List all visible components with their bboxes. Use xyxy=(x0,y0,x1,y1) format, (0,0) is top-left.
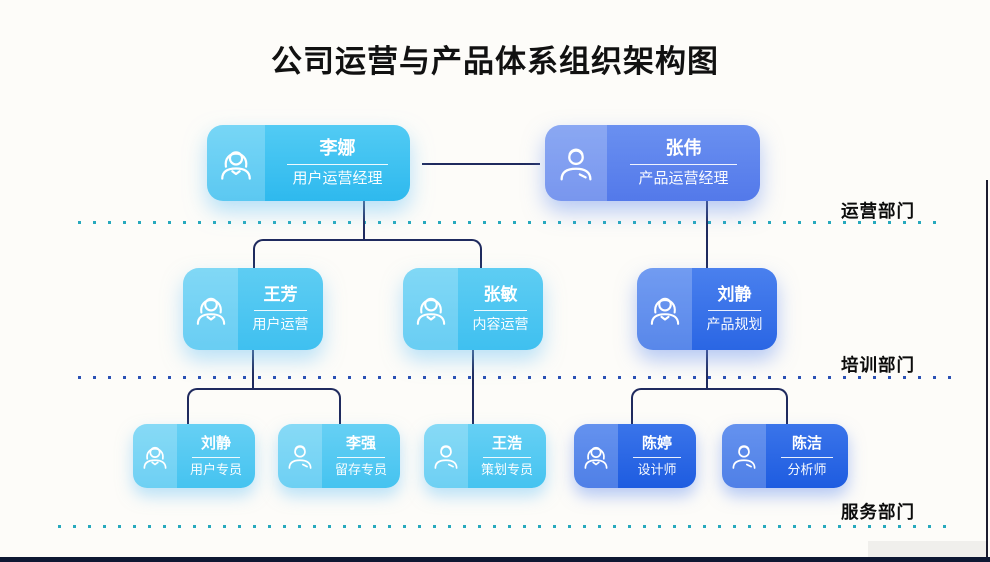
person-name: 陈婷 xyxy=(641,434,672,452)
divider xyxy=(191,456,241,458)
org-node-liujing-specialist: 刘静 用户专员 xyxy=(133,424,255,488)
connector-lina-drop xyxy=(363,201,365,241)
dept-label-training: 培训部门 xyxy=(841,355,915,375)
connector-liujing-drop xyxy=(706,350,708,390)
person-role: 设计师 xyxy=(637,461,677,477)
person-role: 用户专员 xyxy=(189,461,242,477)
separator-service xyxy=(58,525,946,528)
person-role: 策划专员 xyxy=(480,461,533,477)
separator-operations xyxy=(78,221,936,224)
person-name: 王芳 xyxy=(263,284,298,304)
connector-branch-row2-left xyxy=(253,239,482,270)
avatar-male-icon xyxy=(278,424,322,488)
person-name: 张敏 xyxy=(483,284,518,304)
person-name: 刘静 xyxy=(200,434,231,452)
screen-edge-bottom xyxy=(0,557,990,562)
divider xyxy=(473,310,528,312)
org-node-chenting: 陈婷 设计师 xyxy=(574,424,696,488)
connector-branch-row3-right xyxy=(631,388,788,426)
org-node-liujing-planner: 刘静 产品规划 xyxy=(637,268,777,350)
divider xyxy=(707,310,762,312)
screen-edge-right xyxy=(986,180,988,562)
person-role: 用户运营经理 xyxy=(292,170,383,188)
separator-training xyxy=(78,376,958,379)
org-node-wanghao: 王浩 策划专员 xyxy=(424,424,546,488)
avatar-male-icon xyxy=(545,125,607,201)
dept-label-service: 服务部门 xyxy=(841,502,915,522)
page-title: 公司运营与产品体系组织架构图 xyxy=(271,44,719,79)
divider xyxy=(336,456,386,458)
person-role: 留存专员 xyxy=(334,461,387,477)
person-role: 分析师 xyxy=(787,461,827,477)
person-role: 产品运营经理 xyxy=(638,170,729,188)
divider xyxy=(253,310,308,312)
person-role: 用户运营 xyxy=(252,316,309,333)
avatar-female-icon xyxy=(133,424,177,488)
person-role: 内容运营 xyxy=(472,316,529,333)
org-node-liqiang: 李强 留存专员 xyxy=(278,424,400,488)
divider xyxy=(287,164,388,166)
connector-wangfang-drop xyxy=(252,350,254,390)
avatar-male-icon xyxy=(722,424,766,488)
person-name: 陈洁 xyxy=(791,434,822,452)
divider xyxy=(632,456,682,458)
person-name: 李娜 xyxy=(319,137,356,158)
connector-branch-row3-left xyxy=(187,388,341,426)
divider xyxy=(630,164,737,166)
person-name: 王浩 xyxy=(491,434,522,452)
person-role: 产品规划 xyxy=(706,316,763,333)
divider xyxy=(482,456,532,458)
org-node-chenjie: 陈洁 分析师 xyxy=(722,424,848,488)
org-node-zhangmin: 张敏 内容运营 xyxy=(403,268,543,350)
org-node-lina: 李娜 用户运营经理 xyxy=(207,125,410,201)
avatar-male-icon xyxy=(424,424,468,488)
dept-label-operations: 运营部门 xyxy=(841,201,915,221)
avatar-female-icon xyxy=(207,125,265,201)
connector-zhangwei-liujing xyxy=(706,201,708,268)
divider xyxy=(781,456,833,458)
avatar-female-icon xyxy=(574,424,618,488)
connector-lina-zhangwei xyxy=(422,163,540,165)
person-name: 张伟 xyxy=(665,137,702,158)
org-node-zhangwei: 张伟 产品运营经理 xyxy=(545,125,760,201)
person-name: 刘静 xyxy=(717,284,752,304)
corner-shade xyxy=(868,541,988,557)
person-name: 李强 xyxy=(345,434,376,452)
avatar-female-icon xyxy=(637,268,692,350)
avatar-female-icon xyxy=(183,268,238,350)
avatar-female-icon xyxy=(403,268,458,350)
connector-zhangmin-wanghao xyxy=(472,350,474,424)
org-node-wangfang: 王芳 用户运营 xyxy=(183,268,323,350)
